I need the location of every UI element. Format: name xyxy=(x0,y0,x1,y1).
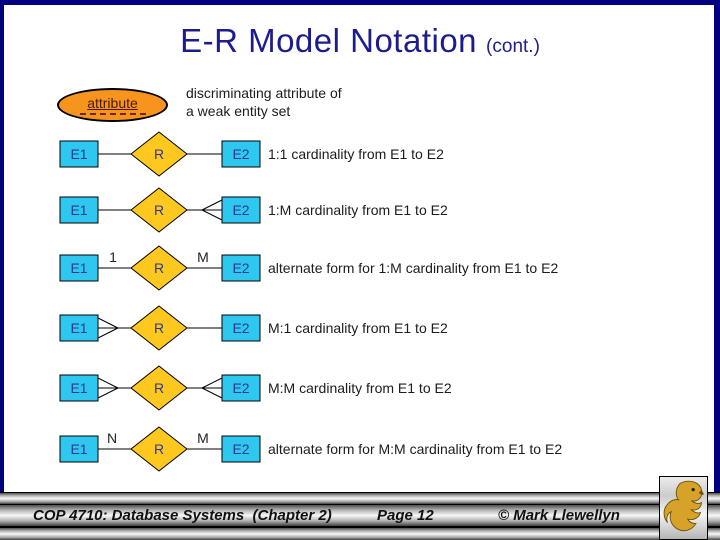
entity-label-e1: E1 xyxy=(70,441,87,457)
crow-foot-right xyxy=(201,387,223,399)
row-caption-2: 1:M cardinality from E1 to E2 xyxy=(268,202,448,218)
row-caption-1: 1:1 cardinality from E1 to E2 xyxy=(268,146,444,162)
relationship-diamond xyxy=(130,305,188,351)
entity-box-e1 xyxy=(59,314,99,342)
legend-description: discriminating attribute of a weak entit… xyxy=(186,84,342,120)
row-caption-6: alternate form for M:M cardinality from … xyxy=(268,441,563,457)
entity-label-e1: E1 xyxy=(70,260,87,276)
dashed-underline xyxy=(79,112,146,115)
entity-label-e2: E2 xyxy=(232,380,249,396)
er-row-2: E1 R E2 xyxy=(0,181,265,239)
footer-page-number: Page 12 xyxy=(377,507,434,524)
er-diagram-1-1: E1 R E2 xyxy=(59,131,261,177)
er-row-3: E1 R E2 1 M xyxy=(0,239,265,297)
relationship-diamond xyxy=(130,187,188,233)
relationship-label: R xyxy=(154,320,164,336)
entity-box-e1 xyxy=(59,254,99,282)
footer-course-text: COP 4710: Database Systems (Chapter 2) xyxy=(33,507,332,524)
entity-box-e2 xyxy=(221,140,261,168)
relationship-label: R xyxy=(154,146,164,162)
er-diagram-m-m: E1 R E2 xyxy=(59,365,261,411)
entity-box-e1 xyxy=(59,435,99,463)
legend-line-2: a weak entity set xyxy=(186,103,291,119)
cardinality-label-left: N xyxy=(107,430,117,446)
relationship-diamond xyxy=(130,426,188,472)
entity-label-e2: E2 xyxy=(232,320,249,336)
relationship-label: R xyxy=(154,441,164,457)
er-row-1: E1 R E2 xyxy=(0,125,265,183)
entity-box-e2 xyxy=(221,374,261,402)
pegasus-logo-icon xyxy=(663,480,704,532)
attribute-label: attribute xyxy=(87,94,138,111)
entity-box-e2 xyxy=(221,314,261,342)
entity-label-e2: E2 xyxy=(232,146,249,162)
er-diagram-m-1: E1 R E2 xyxy=(59,305,261,351)
pegasus-eye xyxy=(691,488,695,492)
crow-foot-left xyxy=(97,377,119,389)
cardinality-label-left: 1 xyxy=(109,249,117,265)
slide-border-left xyxy=(0,0,4,492)
crow-foot-left xyxy=(97,327,119,339)
footer-bar-top xyxy=(0,492,720,504)
slide-border-right xyxy=(714,0,720,492)
relationship-diamond xyxy=(130,365,188,411)
er-row-5: E1 R E2 xyxy=(0,359,265,417)
row-caption-4: M:1 cardinality from E1 to E2 xyxy=(268,320,448,336)
title-suffix: (cont.) xyxy=(486,36,540,57)
ucf-logo-box xyxy=(659,476,708,540)
attribute-ellipse: attribute xyxy=(57,88,168,122)
footer-bar-main: COP 4710: Database Systems (Chapter 2) P… xyxy=(0,504,720,527)
row-caption-5: M:M cardinality from E1 to E2 xyxy=(268,380,452,396)
entity-label-e2: E2 xyxy=(232,441,249,457)
entity-label-e2: E2 xyxy=(232,260,249,276)
slide-border-top xyxy=(0,0,720,5)
er-diagram-1-m: E1 R E2 xyxy=(59,187,261,233)
entity-box-e2 xyxy=(221,435,261,463)
er-diagram-m-m-alt: E1 R E2 N M xyxy=(59,426,261,472)
entity-label-e1: E1 xyxy=(70,146,87,162)
entity-label-e1: E1 xyxy=(70,380,87,396)
relationship-label: R xyxy=(154,380,164,396)
entity-box-e2 xyxy=(221,254,261,282)
legend-line-1: discriminating attribute of xyxy=(186,85,342,101)
er-row-4: E1 R E2 xyxy=(0,299,265,357)
entity-box-e1 xyxy=(59,140,99,168)
cardinality-label-right: M xyxy=(197,249,209,265)
crow-foot-right xyxy=(201,209,223,221)
relationship-diamond xyxy=(130,131,188,177)
title-text: E-R Model Notation xyxy=(180,22,478,59)
er-diagram-1-m-alt: E1 R E2 1 M xyxy=(59,245,261,291)
entity-label-e1: E1 xyxy=(70,320,87,336)
er-row-6: E1 R E2 N M xyxy=(0,420,265,478)
pegasus-body xyxy=(663,480,702,532)
entity-box-e2 xyxy=(221,196,261,224)
entity-label-e1: E1 xyxy=(70,202,87,218)
entity-box-e1 xyxy=(59,374,99,402)
page-title: E-R Model Notation (cont.) xyxy=(0,22,720,60)
cardinality-label-right: M xyxy=(197,430,209,446)
footer-copyright: © Mark Llewellyn xyxy=(498,507,620,524)
crow-foot-left xyxy=(97,317,119,329)
relationship-diamond xyxy=(130,245,188,291)
entity-label-e2: E2 xyxy=(232,202,249,218)
relationship-label: R xyxy=(154,202,164,218)
crow-foot-right xyxy=(201,377,223,389)
relationship-label: R xyxy=(154,260,164,276)
entity-box-e1 xyxy=(59,196,99,224)
pegasus-beak xyxy=(698,490,704,496)
crow-foot-right xyxy=(201,199,223,211)
row-caption-3: alternate form for 1:M cardinality from … xyxy=(268,260,559,276)
crow-foot-left xyxy=(97,387,119,399)
footer-bar-bottom xyxy=(0,527,720,540)
